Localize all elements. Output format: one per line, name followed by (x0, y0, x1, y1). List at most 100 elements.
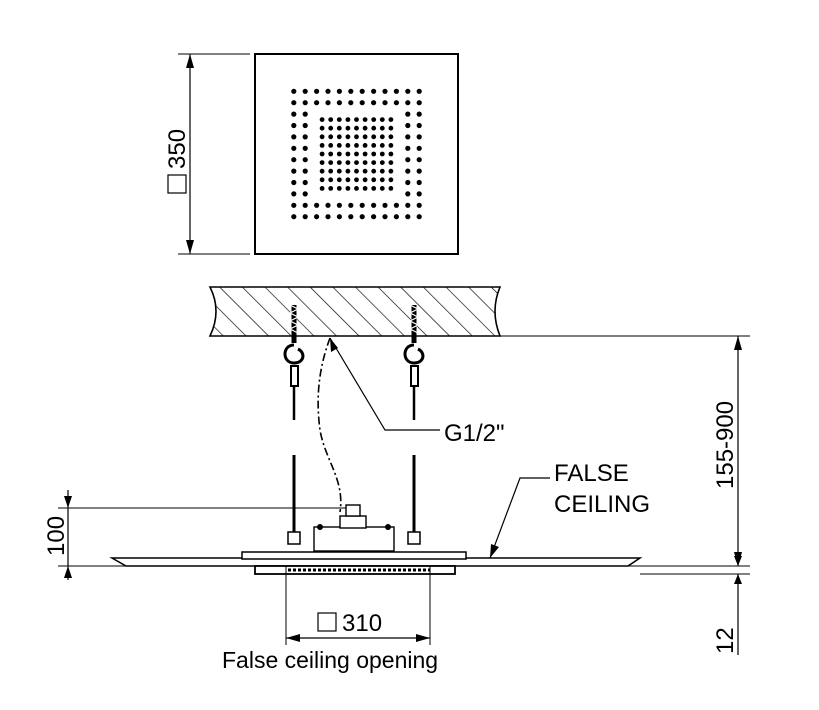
nozzle-dot (336, 168, 342, 174)
nozzle-dot (291, 100, 297, 106)
nozzle-dot (416, 179, 422, 186)
plate-thickness-label: 12 (712, 627, 739, 654)
nozzle-dot (379, 151, 385, 157)
nozzle-dot (354, 186, 359, 191)
nozzle-dot (379, 134, 385, 140)
pipe-thread-label: G1/2" (444, 420, 505, 447)
nozzle-dot (416, 168, 422, 174)
nozzle-dot (328, 151, 334, 157)
nozzle-dot (354, 143, 359, 148)
nozzle-dot (416, 134, 422, 140)
g12-leader: G1/2" (329, 337, 505, 447)
nozzle-dot (345, 134, 351, 140)
nozzle-dot (405, 214, 411, 220)
nozzle-dot (405, 88, 411, 94)
nozzle-dot (371, 88, 377, 94)
nozzle-dot (393, 202, 399, 208)
nozzle-dot (336, 143, 342, 148)
nozzle-dot (416, 191, 422, 197)
nozzle-dot (319, 117, 325, 122)
nozzle-dot (362, 160, 368, 166)
nozzle-dot (359, 202, 365, 208)
nozzle-dot (371, 100, 377, 106)
nozzle-dot (302, 179, 308, 186)
nozzle-dot (319, 125, 325, 131)
nozzle-dot (336, 134, 342, 140)
nozzle-dot (379, 143, 385, 148)
nozzle-dot (393, 100, 399, 106)
nozzle-dot (371, 214, 377, 220)
nozzle-dot (345, 160, 351, 166)
nozzle-dot (382, 214, 388, 220)
nozzle-dot (416, 145, 422, 151)
opening-dimension: 310 (285, 566, 431, 645)
nozzle-dot (328, 143, 334, 148)
nozzle-dot (405, 157, 411, 163)
nozzle-dot (354, 125, 359, 131)
shower-plate (241, 551, 467, 575)
nozzle-dot (328, 177, 334, 183)
nozzle-dot (345, 143, 351, 148)
nozzle-dot (362, 143, 368, 148)
connection-body (313, 504, 395, 552)
nozzle-dot (336, 214, 342, 220)
nozzle-dot (379, 117, 385, 122)
nozzle-dot (328, 186, 334, 191)
nozzle-dot (319, 151, 325, 157)
nozzle-dot (416, 202, 422, 208)
false-ceiling-label-line2: CEILING (554, 491, 650, 518)
nozzle-dot (362, 134, 368, 140)
nozzle-dot (362, 177, 368, 183)
nozzle-dot (345, 177, 351, 183)
anchor-right (403, 304, 425, 420)
nozzle-dot (319, 160, 325, 166)
nozzle-dot (388, 186, 394, 191)
nozzle-dot (388, 177, 394, 183)
nozzle-dot (291, 134, 297, 140)
nozzle-dot (362, 168, 368, 174)
square-symbol-icon (317, 612, 337, 632)
nozzle-grid (291, 88, 422, 220)
nozzle-dot (302, 100, 308, 106)
nozzle-dot (314, 214, 320, 220)
nozzle-dot (388, 125, 394, 131)
opening-caption: False ceiling opening (222, 647, 438, 673)
nozzle-dot (359, 100, 365, 106)
nozzle-dot (291, 111, 297, 117)
nozzle-dot (345, 186, 351, 191)
nozzle-dot (405, 179, 411, 186)
nozzle-dot (325, 214, 331, 220)
plate-thickness-dimension: 12 (640, 556, 750, 655)
anchor-left (283, 304, 305, 420)
nozzle-dot (416, 157, 422, 163)
square-symbol-icon (167, 174, 187, 194)
nozzle-dot (345, 168, 351, 174)
depth-dimension: 100 (43, 490, 346, 580)
shower-head-outline (254, 53, 459, 255)
nozzle-dot (393, 214, 399, 220)
nozzle-dot (388, 168, 394, 174)
flexible-pipe (317, 337, 342, 513)
false-ceiling-label-line1: FALSE (554, 460, 629, 487)
nozzle-dot (416, 88, 422, 94)
nozzle-dot (405, 202, 411, 208)
nozzle-dot (302, 88, 308, 94)
nozzle-dot (379, 186, 385, 191)
nozzle-dot (348, 100, 354, 106)
nozzle-dot (416, 214, 422, 220)
nozzle-dot (302, 202, 308, 208)
nozzle-dot (319, 168, 325, 174)
nozzle-dot (328, 168, 334, 174)
nozzle-dot (379, 125, 385, 131)
nozzle-dot (405, 168, 411, 174)
nozzle-dot (405, 191, 411, 197)
nozzle-dot (371, 151, 377, 157)
nozzle-dot (416, 111, 422, 117)
nozzle-dot (359, 214, 365, 220)
nozzle-dot (382, 100, 388, 106)
nozzle-dot (302, 191, 308, 197)
height-range-label: 155-900 (712, 401, 739, 489)
nozzle-dot (348, 88, 354, 94)
nozzle-dot (302, 168, 308, 174)
